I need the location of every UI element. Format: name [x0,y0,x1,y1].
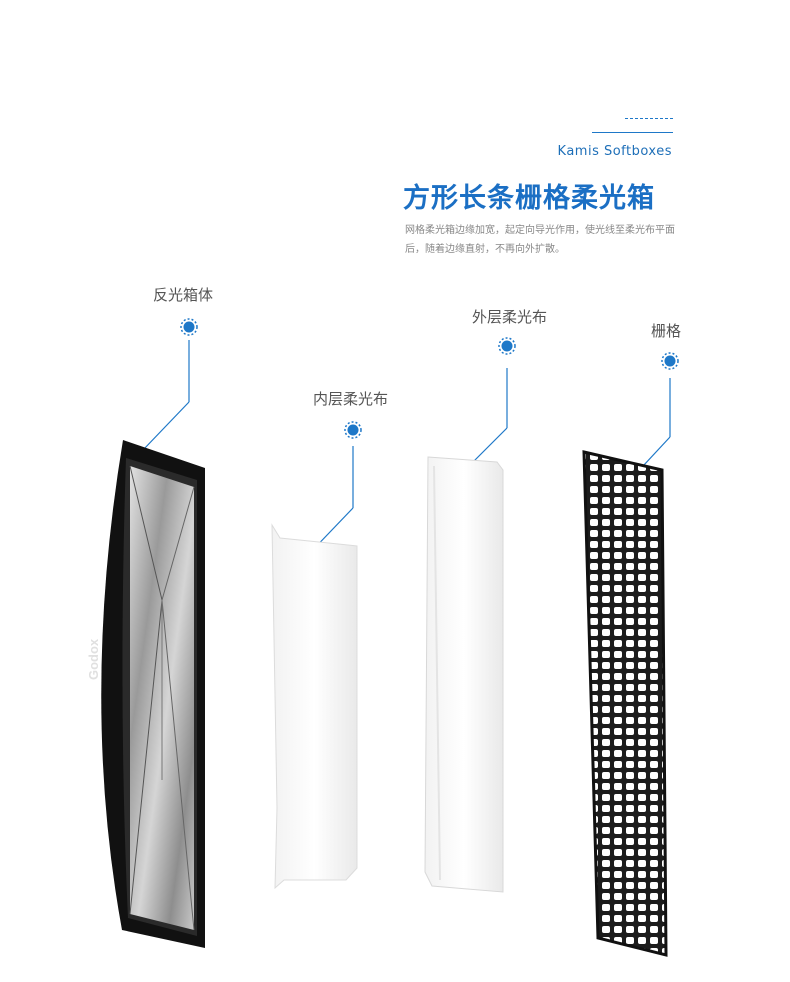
header-rule-line [592,132,673,133]
grid-panel [582,450,668,957]
marker-dot-icon [180,318,198,336]
marker-dot-icon [661,352,679,370]
page-title: 方形长条栅格柔光箱 [403,183,655,214]
godox-logo: Godox [86,638,101,680]
part-label-inner-diffuser: 内层柔光布 [313,390,389,408]
header-dash-line [625,118,673,119]
softbox-reflector-body: Godox [86,440,205,948]
marker-dot-icon [498,337,516,355]
header-subtitle: Kamis Softboxes [557,144,672,159]
outer-diffuser-panel [424,456,504,893]
marker-dot-icon [344,421,362,439]
part-label-reflector-body: 反光箱体 [153,286,214,304]
inner-diffuser-panel [271,523,358,890]
part-label-grid: 栅格 [651,322,682,340]
header-description: 网格柔光箱边缘加宽，起定向导光作用，使光线至柔光布平面后，随着边缘直射，不再向外… [405,225,675,255]
part-label-outer-diffuser: 外层柔光布 [472,308,548,326]
